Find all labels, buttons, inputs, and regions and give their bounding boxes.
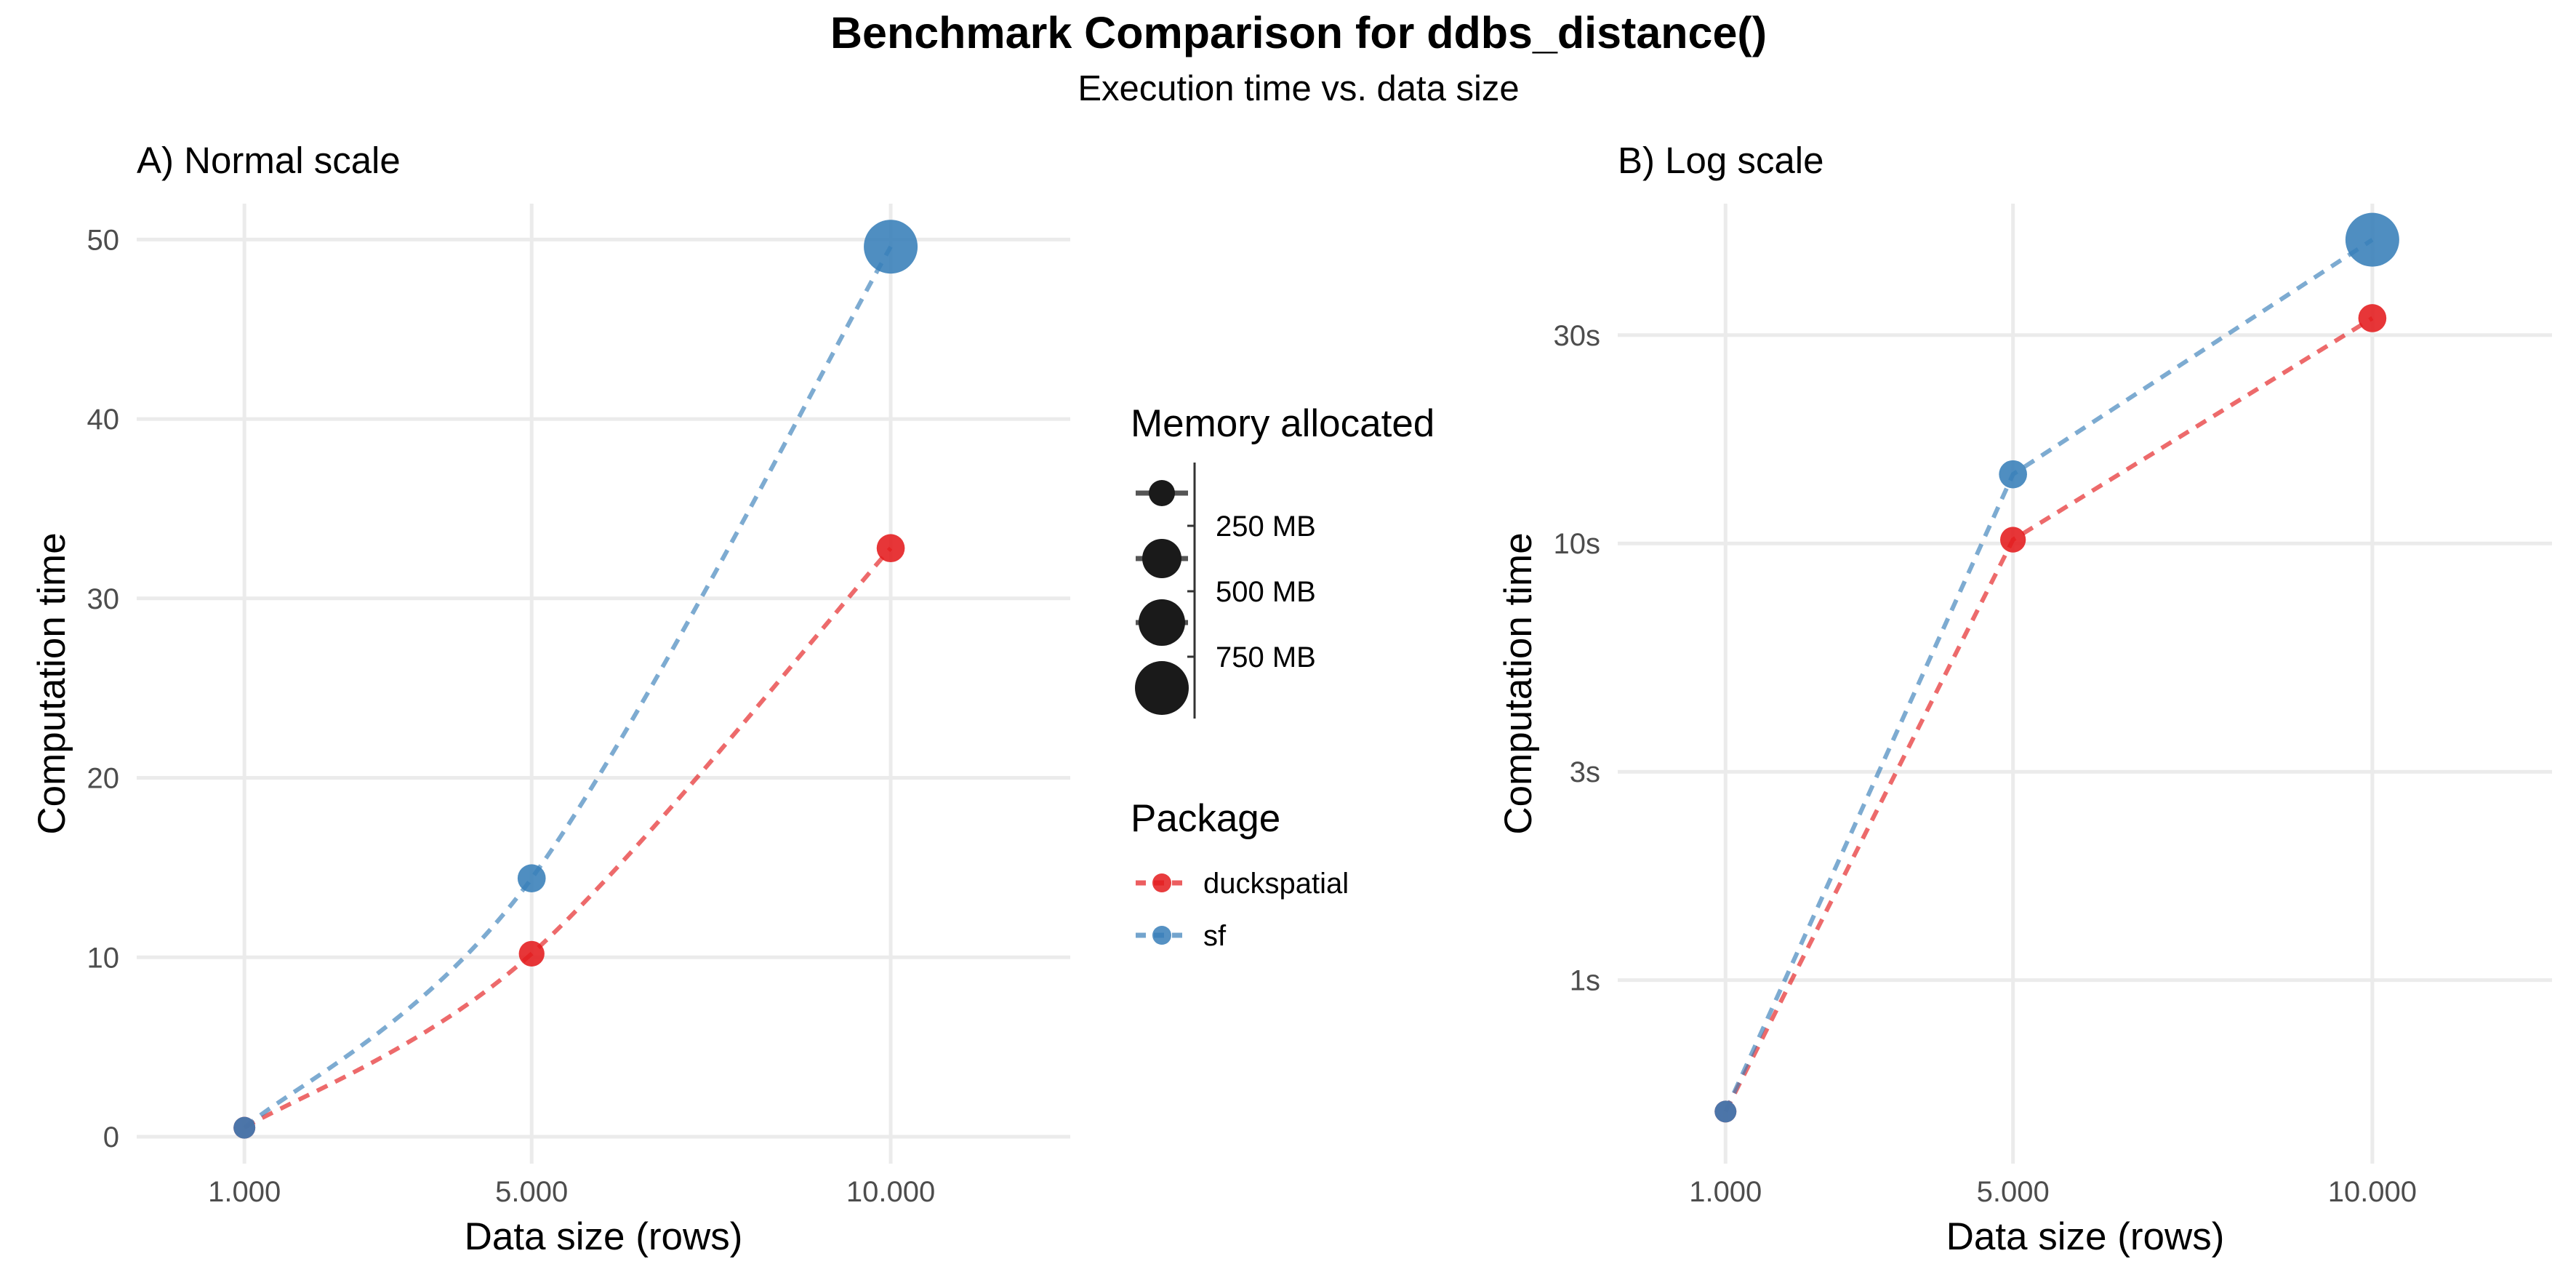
panel-b-x-tick-label: 1.000 <box>1689 1176 1762 1208</box>
package-legend-label-duckspatial: duckspatial <box>1203 868 1349 900</box>
panel-a-point-sf <box>233 1116 256 1139</box>
memory-key-circle <box>1149 480 1175 506</box>
panel-b-point-sf <box>1714 1100 1737 1123</box>
figure-title: Benchmark Comparison for ddbs_distance() <box>830 8 1767 57</box>
panel-a-line-duckspatial <box>243 546 893 1130</box>
panel-a-y-axis-title: Computation time <box>31 532 73 834</box>
panel-b-y-tick-label: 10s <box>1554 528 1601 560</box>
memory-legend-title: Memory allocated <box>1131 402 1435 445</box>
panel-a-y-tick-label: 20 <box>87 763 120 795</box>
memory-key-circle <box>1142 539 1181 578</box>
panel-b-title: B) Log scale <box>1618 140 1824 181</box>
panel-b-point-sf <box>2345 212 2399 267</box>
memory-key-circle <box>1135 661 1189 715</box>
panel-a-y-tick-label: 10 <box>87 942 120 974</box>
panel-b-point-sf <box>1999 460 2027 489</box>
panel-b-y-tick-label: 30s <box>1554 320 1601 352</box>
panel-log-scale: B) Log scale 1s 3s 10s 30s 1.000 5.000 10.000… <box>1497 140 2552 1258</box>
figure-subtitle: Execution time vs. data size <box>1078 69 1519 108</box>
panel-b-x-axis-title: Data size (rows) <box>1946 1215 2225 1258</box>
package-key-point-duckspatial <box>1152 873 1171 892</box>
panel-a-x-tick-label: 5.000 <box>495 1176 568 1208</box>
memory-key-circle <box>1139 599 1185 646</box>
panel-b-point-duckspatial <box>2000 527 2026 553</box>
panel-a-y-tick-label: 0 <box>103 1121 119 1153</box>
panel-a-y-tick-label: 40 <box>87 404 120 436</box>
panel-a-x-tick-label: 1.000 <box>208 1176 281 1208</box>
package-key-point-sf <box>1152 926 1171 945</box>
panel-a-point-duckspatial <box>518 940 545 967</box>
panel-a-point-sf <box>517 864 546 893</box>
panel-b-line-duckspatial <box>1723 316 2374 1113</box>
panel-b-x-tick-label: 10.000 <box>2328 1176 2417 1208</box>
package-legend-label-sf: sf <box>1203 920 1227 952</box>
panel-b-y-axis-title: Computation time <box>1497 532 1540 834</box>
memory-legend-label: 750 MB <box>1216 641 1316 673</box>
panel-a-point-sf <box>864 220 918 274</box>
panel-normal-scale: A) Normal scale 0 10 20 30 40 50 1.000 5.000 10… <box>31 140 1070 1258</box>
memory-legend-label: 250 MB <box>1216 511 1316 543</box>
panel-a-x-tick-label: 10.000 <box>846 1176 935 1208</box>
panel-b-y-tick-label: 3s <box>1570 756 1600 788</box>
panel-a-y-tick-label: 50 <box>87 224 120 256</box>
panel-b-y-tick-label: 1s <box>1570 965 1600 997</box>
panel-b-x-tick-label: 5.000 <box>1977 1176 2050 1208</box>
panel-a-x-axis-title: Data size (rows) <box>465 1215 743 1258</box>
package-legend-title: Package <box>1131 797 1280 840</box>
panel-a-point-duckspatial <box>876 534 905 563</box>
memory-legend-label: 500 MB <box>1216 576 1316 608</box>
panel-a-line-sf <box>243 245 893 1129</box>
panel-b-point-duckspatial <box>2358 304 2387 332</box>
panel-a-title: A) Normal scale <box>137 140 401 181</box>
legend: Memory allocated 250 MB 500 MB 750 MB Pa… <box>1131 402 1435 952</box>
panel-a-y-tick-label: 30 <box>87 583 120 615</box>
